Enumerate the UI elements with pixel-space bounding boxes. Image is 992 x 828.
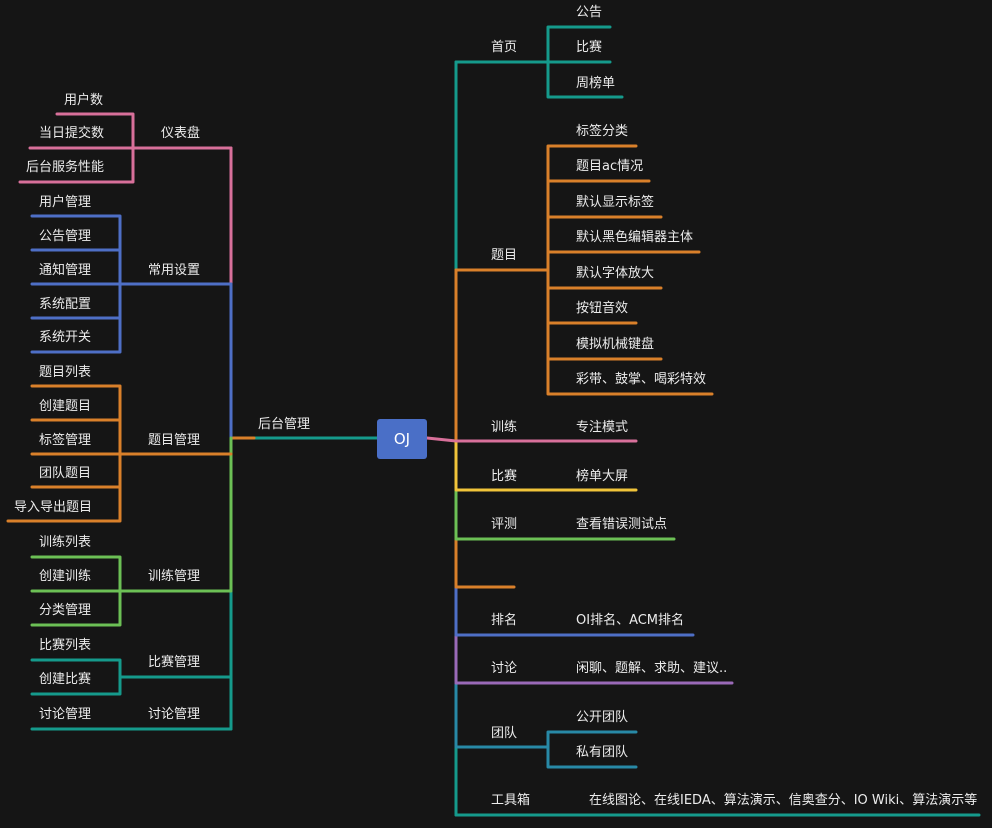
leaf-mechanical-keyboard[interactable]: 模拟机械键盘 — [576, 337, 655, 352]
node-toolbox[interactable]: 工具箱 — [491, 793, 531, 808]
leaf-system-config[interactable]: 系统配置 — [39, 297, 92, 312]
node-home[interactable]: 首页 — [491, 40, 518, 55]
leaf-ac-status[interactable]: 题目ac情况 — [576, 159, 644, 174]
edge-dashboard-items — [18, 112, 135, 184]
leaf-service-performance[interactable]: 后台服务性能 — [26, 160, 105, 175]
leaf-create-contest[interactable]: 创建比赛 — [39, 672, 92, 687]
leaf-import-export-problems[interactable]: 导入导出题目 — [14, 500, 93, 515]
leaf-user-count[interactable]: 用户数 — [64, 93, 104, 108]
edge-settings-items — [30, 214, 122, 354]
edge-home-items — [546, 25, 624, 99]
node-backend-admin[interactable]: 后台管理 — [258, 417, 311, 432]
edge-root-right — [425, 436, 458, 443]
leaf-announcement-management[interactable]: 公告管理 — [39, 229, 92, 244]
node-judge[interactable]: 评测 — [491, 517, 518, 532]
leaf-oi-acm-rank[interactable]: OI排名、ACM排名 — [576, 613, 685, 628]
leaf-training-list[interactable]: 训练列表 — [39, 535, 92, 550]
edge-team-items — [546, 730, 638, 769]
node-team[interactable]: 团队 — [491, 726, 518, 741]
leaf-contest-list[interactable]: 比赛列表 — [39, 638, 92, 653]
leaf-focus-mode[interactable]: 专注模式 — [576, 420, 629, 435]
leaf-create-training[interactable]: 创建训练 — [39, 569, 92, 584]
node-discussion-management[interactable]: 讨论管理 — [148, 707, 201, 722]
node-problem[interactable]: 题目 — [491, 248, 518, 263]
node-contest-management[interactable]: 比赛管理 — [148, 655, 201, 670]
leaf-team-problems[interactable]: 团队题目 — [39, 466, 92, 481]
leaf-announcement[interactable]: 公告 — [576, 5, 603, 20]
node-discuss[interactable]: 讨论 — [491, 661, 518, 676]
leaf-user-management[interactable]: 用户管理 — [39, 195, 92, 210]
leaf-problem-list[interactable]: 题目列表 — [39, 365, 92, 380]
leaf-tag-management[interactable]: 标签管理 — [39, 433, 92, 448]
edge-problems-items — [6, 384, 122, 523]
leaf-view-failed-testcases[interactable]: 查看错误测试点 — [576, 517, 668, 532]
edge-training-items — [30, 555, 122, 627]
leaf-contest[interactable]: 比赛 — [576, 40, 603, 55]
leaf-system-switch[interactable]: 系统开关 — [39, 330, 92, 345]
leaf-create-problem[interactable]: 创建题目 — [39, 399, 92, 414]
leaf-notification-management[interactable]: 通知管理 — [39, 263, 92, 278]
leaf-discussion-management[interactable]: 讨论管理 — [39, 707, 92, 722]
leaf-big-screen-board[interactable]: 榜单大屏 — [576, 469, 629, 484]
leaf-weekly-ranking[interactable]: 周榜单 — [576, 76, 616, 91]
leaf-daily-submissions[interactable]: 当日提交数 — [39, 126, 105, 141]
edge-contest-mgmt-items — [30, 658, 122, 696]
leaf-celebration-effects[interactable]: 彩带、鼓掌、喝彩特效 — [576, 372, 707, 387]
node-dashboard[interactable]: 仪表盘 — [161, 126, 201, 141]
leaf-category-management[interactable]: 分类管理 — [39, 603, 92, 618]
node-rank[interactable]: 排名 — [491, 613, 518, 628]
leaf-online-tools[interactable]: 在线图论、在线IEDA、算法演示、信奥查分、IO Wiki、算法演示等 — [589, 793, 978, 808]
leaf-default-dark-editor[interactable]: 默认黑色编辑器主体 — [576, 230, 694, 245]
leaf-default-show-tags[interactable]: 默认显示标签 — [576, 195, 655, 210]
leaf-tag-category[interactable]: 标签分类 — [576, 124, 629, 139]
leaf-discussion-types[interactable]: 闲聊、题解、求助、建议.. — [576, 661, 728, 676]
node-common-settings[interactable]: 常用设置 — [148, 263, 201, 278]
node-train[interactable]: 训练 — [491, 420, 518, 435]
node-training-management[interactable]: 训练管理 — [148, 569, 201, 584]
node-problem-management[interactable]: 题目管理 — [148, 433, 201, 448]
leaf-button-sound[interactable]: 按钮音效 — [576, 301, 629, 316]
leaf-public-team[interactable]: 公开团队 — [576, 710, 629, 725]
node-contest[interactable]: 比赛 — [491, 469, 518, 484]
leaf-private-team[interactable]: 私有团队 — [576, 745, 629, 760]
root-node[interactable]: OJ — [377, 419, 427, 459]
edge-problem-items — [546, 144, 714, 396]
leaf-default-font-enlarge[interactable]: 默认字体放大 — [576, 266, 655, 281]
